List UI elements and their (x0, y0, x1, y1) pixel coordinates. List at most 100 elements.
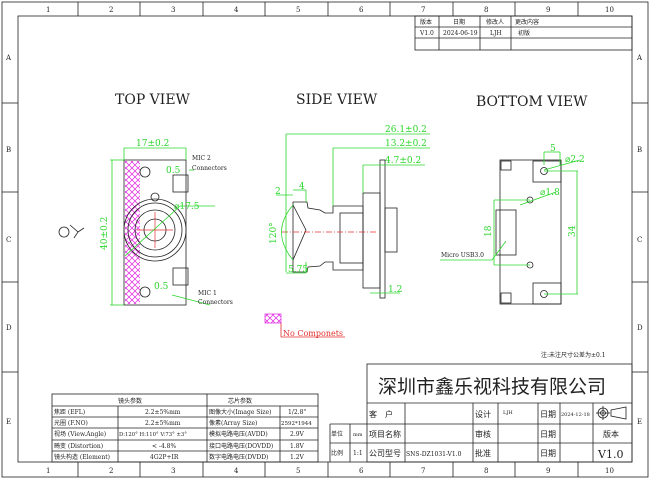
label-text: 4 (234, 6, 239, 14)
label-text: LJH (490, 30, 502, 37)
label-text: 焦距 (EFL) (54, 408, 85, 416)
label-text: 日期 (540, 430, 556, 439)
top-view: 17±0.2 40±0.2 ⌀17.5 0.5 0.5 MIC 2 Connec… (58, 139, 233, 306)
label-text: 项目名称 (369, 429, 401, 439)
label-text: 8 (484, 467, 488, 475)
projection-symbol-icon (596, 406, 627, 420)
label-text: 版本 (603, 429, 619, 439)
label-text: 6 (359, 6, 364, 14)
label-text: MIC 2 (192, 155, 211, 162)
label-text: 1 (46, 6, 50, 14)
label-text: 7 (421, 6, 425, 14)
label-text: 1.8V (290, 443, 305, 450)
label-text: 2024-06-19 (443, 30, 478, 37)
label-text: 4G2P+IR (150, 454, 179, 461)
label-text: 更改内容 (515, 18, 539, 26)
label-text: B (6, 146, 11, 154)
label-text: 8 (484, 6, 488, 14)
label-text: V1.0 (419, 30, 434, 37)
label-text: D (637, 324, 643, 332)
label-text: 40±0.2 (100, 217, 110, 250)
spec-table: 镜头参数 芯片参数 焦距 (EFL)2.2±5%mm 图像大小(Image Si… (51, 393, 319, 463)
label-text: 审核 (475, 429, 491, 439)
label-text: 版本 (420, 18, 432, 26)
bottom-view-title: BOTTOM VIEW (476, 94, 588, 110)
label-text: 1/2.8" (288, 409, 306, 416)
label-text: 34 (568, 225, 578, 237)
label-text: 2 (275, 187, 281, 197)
label-text: 120° (269, 222, 279, 244)
label-text: 4.7±0.2 (385, 156, 421, 166)
label-text: Micro USB3.0 (441, 252, 484, 259)
label-text: 3 (171, 467, 175, 475)
label-text: 修改人 (486, 18, 504, 26)
label-text: 比例 (331, 449, 343, 457)
row-markers: A B C D E A B C D E (5, 54, 643, 426)
label-text: 1.2V (290, 454, 305, 461)
label-text: B (637, 146, 642, 154)
label-text: 0.5 (166, 166, 181, 176)
bottom-view: 5 ⌀2.2 ⌀1.8 18 34 Micro USB3.0 (440, 144, 585, 305)
label-text: 初版 (518, 29, 530, 37)
label-text: 数字电路电压(DVDD) (209, 453, 268, 461)
label-text: C (6, 236, 11, 244)
label-text: 4 (299, 182, 305, 192)
label-text: 26.1±0.2 (385, 125, 427, 135)
label-text: 0.5 (154, 282, 169, 292)
label-text: 单位 (331, 430, 343, 438)
label-text: E (637, 418, 642, 426)
label-text: 2024-12-18 (561, 412, 590, 418)
label-text: 1.2 (388, 285, 402, 295)
label-text: 镜头构造 (Element) (54, 453, 110, 461)
label-text: < -4.8% (152, 443, 177, 450)
label-text: 2592*1944 (281, 421, 312, 427)
label-text: ⌀17.5 (174, 202, 200, 212)
side-view-title: SIDE VIEW (296, 92, 378, 108)
label-text: 畸变 (Distortion) (54, 442, 103, 450)
label-text: MIC 1 (198, 290, 217, 297)
label-text: 公司型号 (369, 449, 401, 458)
label-text: 5 (296, 467, 300, 475)
label-text: D:120° H:110° V:73° ±3° (119, 432, 187, 438)
label-text: 日期 (540, 449, 556, 458)
label-text: 18 (484, 225, 494, 237)
label-text: 1:1 (353, 450, 363, 457)
side-view: 26.1±0.2 13.2±0.2 4.7±0.2 2 4 120° 5.75 … (269, 125, 430, 299)
label-text: D (6, 324, 12, 332)
revision-table: 版本 日期 修改人 更改内容 V1.0 2024-06-19 LJH 初版 (414, 15, 633, 51)
label-text: 7 (421, 467, 425, 475)
label-text: 2.9V (290, 431, 305, 438)
label-text: 设计 (475, 409, 491, 419)
label-text: 接口电路电压(DOVDD) (209, 442, 273, 450)
label-text: 2.2±5%mm (145, 409, 181, 416)
label-text: 10 (605, 467, 614, 475)
label-text: 2 (109, 6, 113, 14)
label-text: 9 (546, 467, 550, 475)
label-text: 视场 (View.Angle) (54, 430, 106, 438)
label-text: 日期 (540, 410, 556, 419)
label-text: 镜头参数 (118, 397, 142, 405)
label-text: Connectors (198, 299, 233, 306)
label-text: C (637, 236, 642, 244)
label-text: LJH (503, 410, 513, 416)
label-text: 模拟电路电压(AVDD) (209, 430, 268, 438)
label-text: A (636, 54, 643, 62)
label-text: 光圈 (F.NO) (54, 419, 88, 427)
label-text: ⌀1.8 (540, 188, 560, 198)
orientation-figure-icon (58, 224, 85, 239)
label-text: 10 (605, 6, 614, 14)
label-text: A (5, 54, 12, 62)
label-text: 2 (109, 467, 113, 475)
label-text: 4 (234, 467, 239, 475)
label-text: E (6, 418, 11, 426)
label-text: 客 户 (369, 409, 393, 419)
label-text: SNS-DZ1031-V1.0 (406, 451, 462, 458)
label-text: 3 (171, 6, 175, 14)
label-text: 5 (296, 6, 300, 14)
label-text: mm (353, 432, 363, 438)
title-block: 深圳市鑫乐视科技有限公司 客 户 项目名称 公司型号 SNS-DZ1031-V1… (329, 363, 633, 463)
label-text: 5 (550, 144, 556, 154)
